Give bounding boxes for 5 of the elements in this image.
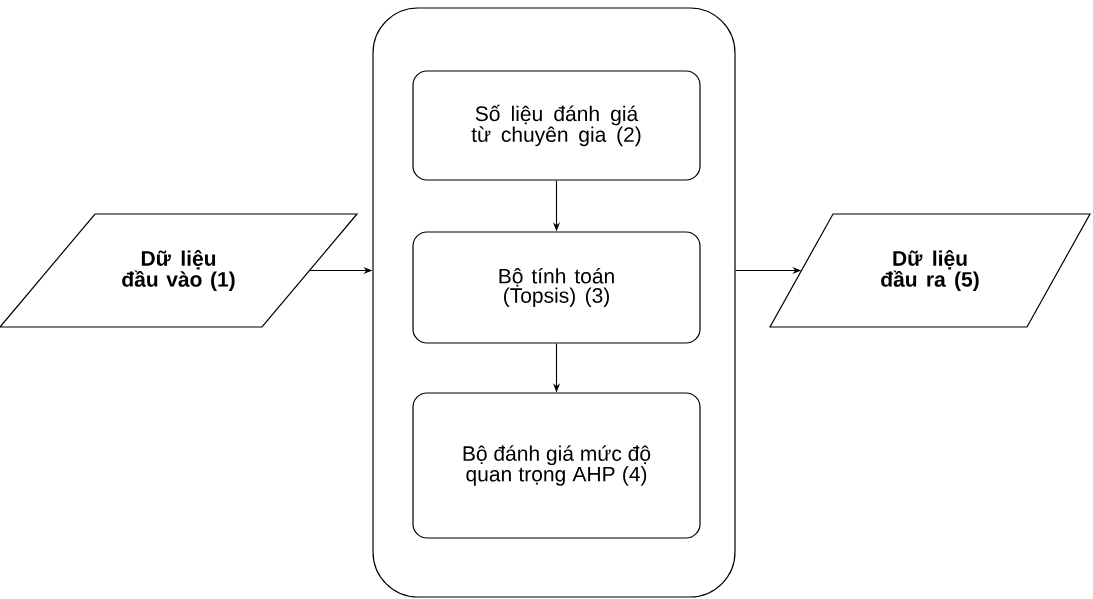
process-box: Bộ đánh giá mức độ quan trọng AHP (4) bbox=[412, 392, 701, 539]
container-box bbox=[372, 7, 736, 598]
process-box: Bộ tính toán (Topsis) (3) bbox=[412, 231, 701, 344]
process-box: Số liệu đánh giá từ chuyên gia (2) bbox=[412, 70, 701, 181]
input-output-parallelogram: Dữ liệu đầu vào (1) bbox=[0, 213, 359, 328]
